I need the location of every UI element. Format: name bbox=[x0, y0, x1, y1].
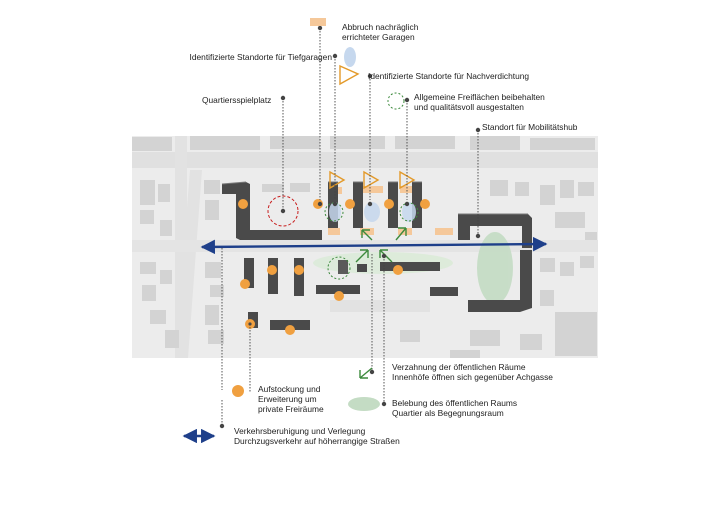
extension-legend-swatch bbox=[232, 385, 244, 397]
revitalization-label-line-1: Belebung des öffentlichen Raums bbox=[392, 398, 518, 408]
playground-marker bbox=[267, 195, 299, 227]
building-shadows bbox=[221, 181, 528, 215]
garage-label-line-1: Abbruch nachräglich bbox=[342, 22, 419, 32]
interlocking-label-line-1: Verzahnung der öffentlichen Räume bbox=[392, 362, 526, 372]
densification-label: Identifizierte Standorte für Nachverdich… bbox=[368, 71, 530, 81]
traffic-label-line-1: Verkehrsberuhigung und Verlegung bbox=[234, 426, 366, 436]
traffic-label-line-2: Durchzugsverkehr auf höherrangige Straße… bbox=[234, 436, 400, 446]
underground-garage-label: Identifizierte Standorte für Tiefgaragen bbox=[189, 52, 332, 62]
mobility-hub-label: Standort für Mobilitätshub bbox=[482, 122, 578, 132]
revitalization-legend-swatch bbox=[348, 397, 380, 411]
leader-lines bbox=[221, 28, 479, 426]
extension-label-line-3: private Freiräume bbox=[258, 404, 324, 414]
traffic-axis-arrow bbox=[200, 236, 548, 255]
extension-markers bbox=[238, 199, 430, 335]
garage-legend-swatch bbox=[310, 18, 326, 26]
underground-garage-markers bbox=[329, 202, 416, 222]
open-space-label-line-2: und qualitätsvoll ausgestalten bbox=[414, 102, 524, 112]
open-space-markers bbox=[324, 202, 419, 280]
underground-garage-legend-swatch bbox=[344, 47, 356, 67]
leader-dots bbox=[219, 25, 481, 429]
revitalization-label-line-2: Quartier als Begegnungsraum bbox=[392, 408, 504, 418]
densification-legend-swatch bbox=[339, 64, 360, 86]
open-space-legend-swatch bbox=[387, 92, 405, 110]
extension-label-line-2: Erweiterung um bbox=[258, 394, 317, 404]
extension-label-line-1: Aufstockung und bbox=[258, 384, 321, 394]
playground-label: Quartiersspielplatz bbox=[202, 95, 272, 105]
interlocking-label-line-2: Innenhöfe öffnen sich gegenüber Achgasse bbox=[392, 372, 553, 382]
surrounding-buildings bbox=[132, 136, 597, 358]
garage-label-line-2: errichteter Garagen bbox=[342, 32, 415, 42]
interlocking-legend-swatch bbox=[359, 367, 373, 379]
open-space-label-line-1: Allgemeine Freiflächen beibehalten bbox=[414, 92, 545, 102]
